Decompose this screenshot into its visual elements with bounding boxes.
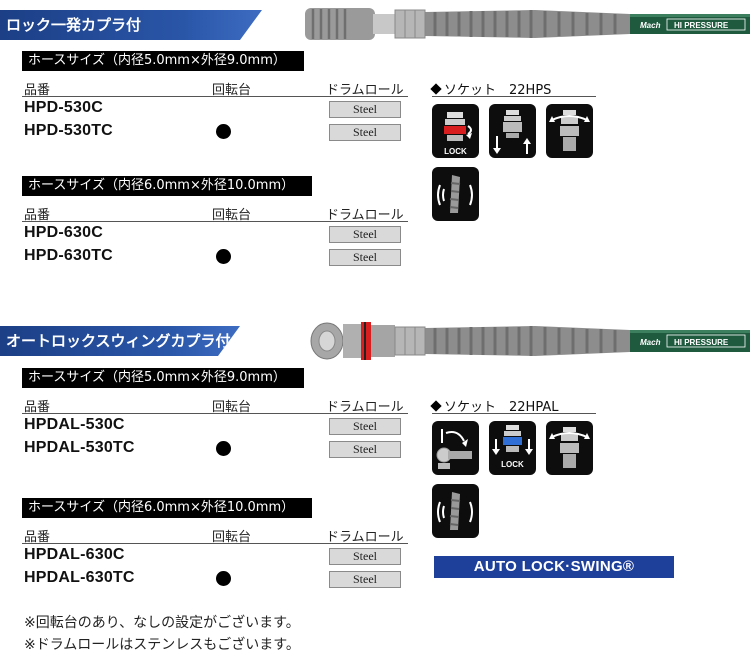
drum-material-badge: Steel [329, 226, 401, 243]
hose-size-bar: ホースサイズ（内径5.0mm×外径9.0mm） [22, 51, 304, 71]
col-header-part: 品番 [24, 208, 51, 223]
lock-coupler-hose-image: Mach HI PRESSURE [305, 8, 750, 40]
hose-print-text: HI PRESSURE [674, 21, 729, 30]
header-rule [22, 221, 408, 222]
drum-material-badge: Steel [329, 571, 401, 588]
hose-swivel-icon-tile [432, 484, 479, 538]
drum-material-badge: Steel [329, 441, 401, 458]
section-banner-lock-coupler: ロック一発カプラ付 [0, 10, 262, 40]
hose-swivel-icon-tile [432, 167, 479, 221]
hose-print-brand: Mach [640, 338, 661, 347]
model-number: HPDAL-630C [24, 546, 125, 563]
col-header-drum: ドラムロール [326, 208, 404, 223]
swivel-yes-dot [216, 124, 231, 139]
header-rule [22, 413, 408, 414]
header-rule [22, 96, 408, 97]
model-number: HPDAL-630TC [24, 569, 135, 586]
col-header-drum: ドラムロール [326, 530, 404, 545]
model-number: HPD-630C [24, 224, 103, 241]
hose-size-bar: ホースサイズ（内径6.0mm×外径10.0mm） [22, 498, 312, 518]
socket-rule [432, 413, 596, 414]
hose-size-bar: ホースサイズ（内径6.0mm×外径10.0mm） [22, 176, 312, 196]
footnote: ※回転台のあり、なしの設定がございます。 [24, 615, 300, 631]
swivel-yes-dot [216, 571, 231, 586]
header-rule [22, 543, 408, 544]
model-number: HPD-630TC [24, 247, 113, 264]
model-number: HPD-530C [24, 99, 103, 116]
swivel-yes-dot [216, 249, 231, 264]
drum-material-badge: Steel [329, 124, 401, 141]
col-header-part: 品番 [24, 530, 51, 545]
lock-icon-tile: LOCK [489, 421, 536, 475]
drum-material-badge: Steel [329, 548, 401, 565]
drum-material-badge: Steel [329, 418, 401, 435]
col-header-swivel: 回転台 [212, 208, 252, 223]
col-header-drum: ドラムロール [326, 400, 404, 415]
footnote: ※ドラムロールはステンレスもございます。 [24, 637, 300, 653]
lock-icon-tile: LOCK [432, 104, 479, 158]
col-header-swivel: 回転台 [212, 400, 252, 415]
model-number: HPDAL-530C [24, 416, 125, 433]
col-header-swivel: 回転台 [212, 83, 252, 98]
lock-text: LOCK [501, 460, 524, 469]
swing-icon-tile [546, 421, 593, 475]
col-header-drum: ドラムロール [326, 83, 404, 98]
auto-lock-swing-badge: AUTO LOCK·SWING® [434, 556, 674, 578]
hose-print-brand: Mach [640, 21, 661, 30]
socket-label: ソケット 22HPS [430, 79, 551, 98]
socket-label: ソケット 22HPAL [430, 396, 558, 415]
hose-size-bar: ホースサイズ（内径5.0mm×外径9.0mm） [22, 368, 304, 388]
col-header-part: 品番 [24, 83, 51, 98]
swing-lever-icon-tile [432, 421, 479, 475]
col-header-part: 品番 [24, 400, 51, 415]
swivel-yes-dot [216, 441, 231, 456]
connect-icon-tile [489, 104, 536, 158]
drum-material-badge: Steel [329, 101, 401, 118]
model-number: HPD-530TC [24, 122, 113, 139]
model-number: HPDAL-530TC [24, 439, 135, 456]
drum-material-badge: Steel [329, 249, 401, 266]
col-header-swivel: 回転台 [212, 530, 252, 545]
swing-icon-tile [546, 104, 593, 158]
socket-rule [432, 96, 596, 97]
section-banner-auto-lock-swing: オートロックスウィングカプラ付 [0, 326, 240, 356]
hose-print-text: HI PRESSURE [674, 338, 729, 347]
lock-text: LOCK [444, 147, 467, 156]
auto-lock-coupler-hose-image: Mach HI PRESSURE [310, 322, 750, 360]
